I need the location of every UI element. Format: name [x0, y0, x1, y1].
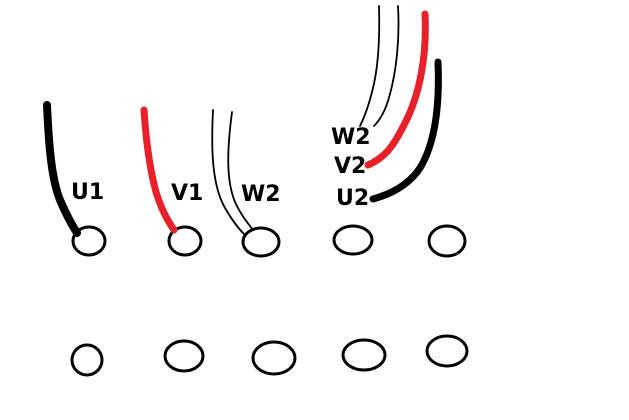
terminal-top-4: [332, 224, 374, 256]
label-w2-upper: W2: [331, 125, 371, 150]
wire-w2-lower-edge-1: [211, 109, 245, 235]
wire-u1-black: [43, 101, 81, 237]
terminal-top-5: [427, 224, 467, 258]
wire-w2-upper-edge-2: [373, 5, 400, 127]
wire-w2-lower-edge-2: [227, 111, 254, 231]
terminal-top-2: [167, 225, 203, 257]
wire-v1-red: [140, 106, 178, 234]
terminal-top-1: [71, 225, 107, 257]
label-u1: U1: [71, 180, 104, 205]
label-u2: U2: [336, 186, 369, 211]
terminal-top-3: [241, 226, 281, 258]
wire-u2-black: [369, 58, 442, 203]
terminal-bottom-1: [70, 343, 104, 377]
terminal-bottom-2: [163, 339, 205, 373]
label-w2-lower: W2: [241, 182, 281, 207]
label-v1: V1: [171, 181, 203, 206]
label-v2: V2: [334, 154, 366, 179]
wire-v2-red: [364, 10, 429, 169]
terminal-bottom-5: [425, 334, 469, 368]
terminal-bottom-4: [341, 338, 387, 372]
terminal-bottom-3: [251, 340, 297, 376]
wire-w2-upper-edge-1: [359, 5, 381, 127]
